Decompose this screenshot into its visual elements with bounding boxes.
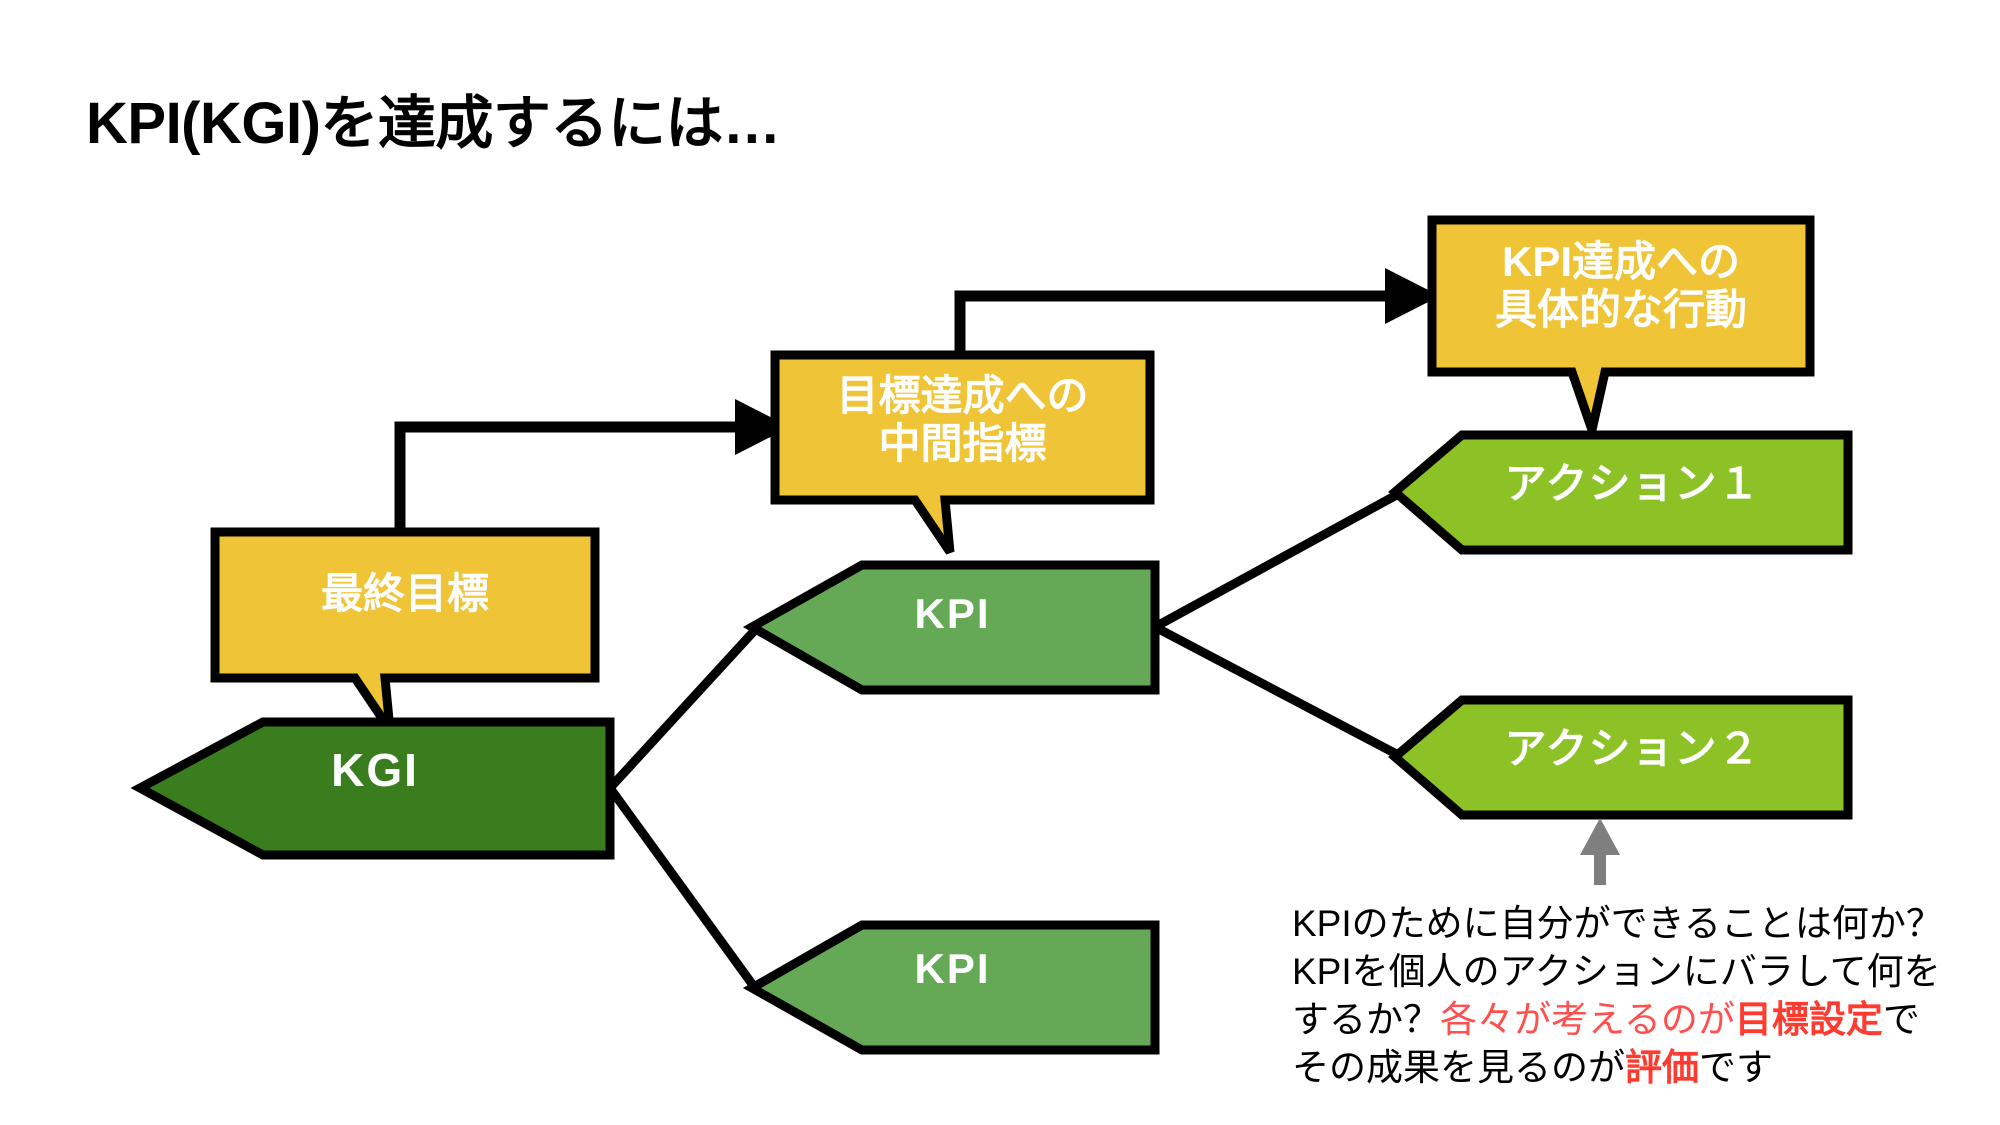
callout-final-goal[interactable]: [210, 527, 600, 733]
note-run: で: [1882, 999, 1920, 1041]
connector-lines: [606, 488, 1405, 991]
note-run: KPIを個人のアクションにバラして何を: [1292, 951, 1941, 993]
note-run: 各々が考えるのが: [1440, 999, 1735, 1041]
note-run: するか？: [1292, 999, 1440, 1041]
note-line-3: するか？各々が考えるのが目標設定で: [1292, 996, 1992, 1044]
node-kpi-top[interactable]: [742, 560, 1160, 695]
node-action-2[interactable]: [1388, 695, 1853, 820]
page-title: KPI(KGI)を達成するには…: [86, 91, 781, 156]
note-line-2: KPIを個人のアクションにバラして何を: [1292, 948, 1992, 996]
arrow-mid-to-action: [954, 268, 1440, 352]
explanatory-note: KPIのために自分ができることは何か？ KPIを個人のアクションにバラして何をする…: [1292, 900, 1992, 1092]
note-line-1: KPIのために自分ができることは何か？: [1292, 900, 1992, 948]
note-run: です: [1699, 1047, 1773, 1089]
node-action-1[interactable]: [1388, 430, 1853, 555]
note-arrow-up: [1580, 818, 1620, 885]
note-run: 目標設定: [1734, 999, 1883, 1041]
node-kpi-bottom[interactable]: [742, 920, 1160, 1055]
connector-kpi-to-action1: [1152, 488, 1405, 631]
arrow-goal-to-mid: [394, 399, 790, 530]
note-run: KPIのために自分ができることは何か？: [1292, 903, 1943, 944]
note-run: 評価: [1625, 1047, 1699, 1089]
node-kgi[interactable]: [130, 717, 615, 860]
connector-kpi-to-action2: [1152, 623, 1405, 761]
note-line-4: その成果を見るのが評価です: [1292, 1044, 1992, 1092]
connector-kgi-to-kpi-bottom: [606, 785, 759, 991]
callout-concrete-action[interactable]: [1427, 215, 1815, 447]
note-run: その成果を見るのが: [1292, 1047, 1625, 1089]
connector-kgi-to-kpi-top: [606, 626, 759, 792]
callout-intermediate-indicator[interactable]: [770, 350, 1155, 555]
